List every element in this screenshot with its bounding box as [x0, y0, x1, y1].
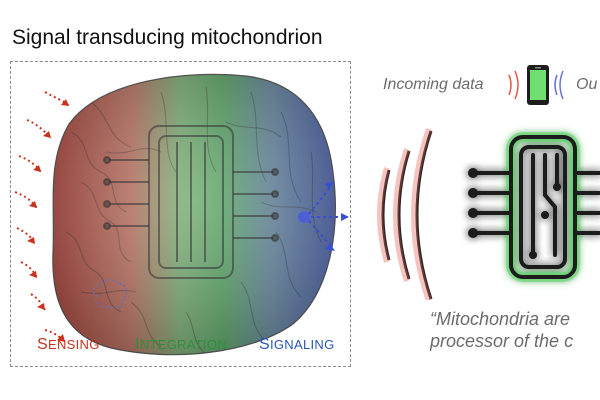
stage-sensing-initial: S: [37, 336, 48, 353]
incoming-arrowheads: [27, 99, 69, 342]
outgoing-waves-icon: [554, 70, 564, 100]
radio-waves-icon: [377, 128, 433, 300]
processor-chip-icon: [468, 132, 600, 282]
mitochondrion-illustration: [14, 73, 349, 356]
stage-integration-initial: I: [135, 336, 140, 353]
incoming-data-label: Incoming data: [383, 76, 484, 93]
phone-icon: [527, 65, 549, 105]
quote-line-1: “Mitochondria are: [430, 309, 571, 329]
stage-sensing-rest: ENSING: [47, 337, 100, 352]
outgoing-data-label: Ou: [576, 76, 598, 93]
processor-chip-icon: [103, 125, 279, 279]
stage-integration-rest: NTEGRATION: [139, 337, 228, 352]
processor-analogy-illustration: [377, 65, 600, 300]
stage-label-sensing: SENSING: [37, 336, 100, 354]
outgoing-signal-arrows: [298, 181, 349, 251]
mitochondrion-body: [52, 73, 336, 356]
figure-title: Signal transducing mitochondrion: [12, 26, 323, 49]
quote-line-2: processor of the c: [430, 331, 574, 351]
mitochondrion-panel: SENSING INTEGRATION SIGNALING: [10, 61, 351, 367]
mitochondria-quote: “Mitochondria are processor of the c: [430, 308, 600, 352]
stage-label-signaling: SIGNALING: [259, 336, 335, 354]
incoming-waves-icon: [508, 70, 519, 100]
stage-label-integration: INTEGRATION: [135, 336, 227, 354]
stage-signaling-rest: IGNALING: [269, 337, 335, 352]
stage-signaling-initial: S: [259, 336, 270, 353]
receptor-icon: [92, 279, 128, 309]
